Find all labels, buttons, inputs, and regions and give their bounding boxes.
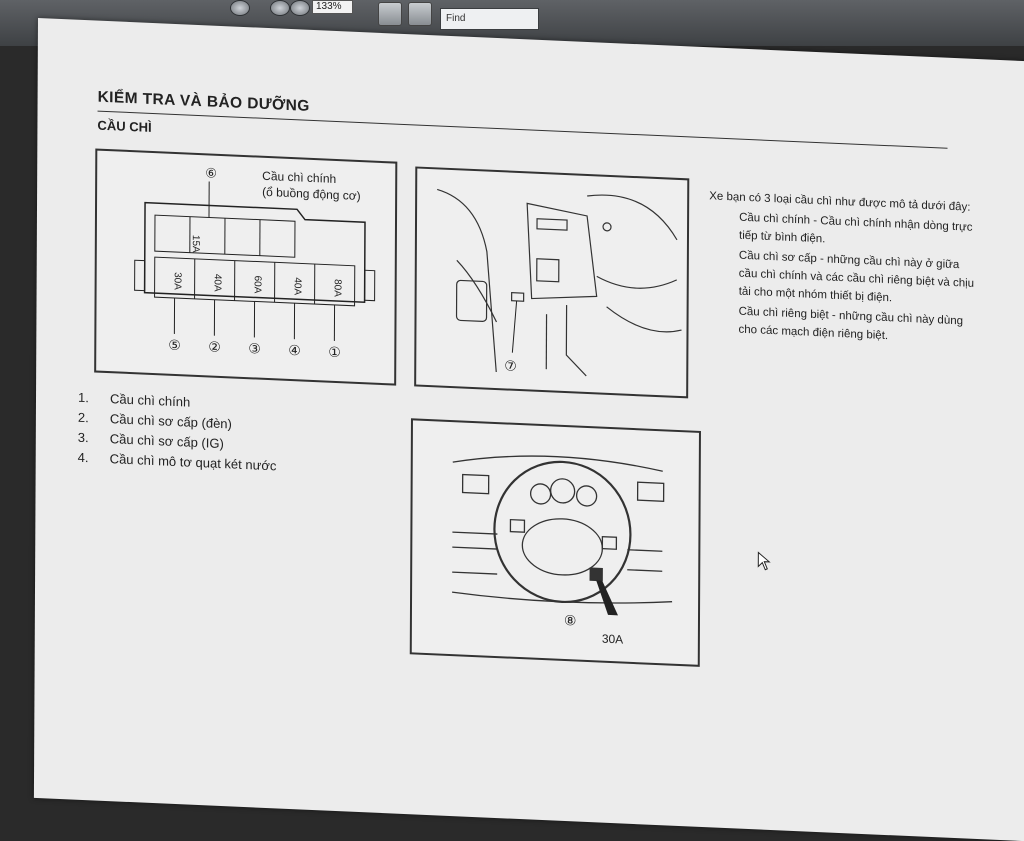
- description-item: Cầu chì sơ cấp - những cầu chì này ở giữ…: [709, 245, 979, 311]
- document-page: KIỂM TRA VÀ BẢO DƯỠNG CẦU CHÌ Cầu chì ch…: [34, 18, 1024, 841]
- fuse-legend-list: 1.Cầu chì chính 2.Cầu chì sơ cấp (đèn) 3…: [78, 390, 277, 479]
- callout-3: ③: [248, 340, 261, 357]
- fuse-description: Xe bạn có 3 loại cầu chì như được mô tả …: [708, 187, 979, 349]
- callout-2: ②: [208, 338, 221, 355]
- heading-rule: [98, 111, 948, 149]
- callout-1: ①: [328, 344, 341, 361]
- fit-page-icon[interactable]: [378, 2, 402, 26]
- fuse-80a-label: 80A: [332, 279, 343, 298]
- zoom-in-icon[interactable]: [290, 0, 310, 16]
- find-input[interactable]: Find: [440, 8, 539, 30]
- callout-6: ⑥: [205, 165, 217, 180]
- fuse-40a-label-1: 40A: [212, 274, 223, 293]
- steering-wheel-svg: ⑧ 30A: [412, 420, 699, 664]
- diagram-caption-2: (ổ buồng động cơ): [262, 185, 361, 203]
- fuse-box-diagram: Cầu chì chính (ổ buồng động cơ) ⑥ 15A 30…: [94, 149, 397, 386]
- nav-back-icon[interactable]: [230, 0, 250, 16]
- zoom-out-icon[interactable]: [270, 0, 290, 16]
- fuse-15a-label: 15A: [190, 235, 201, 254]
- callout-4: ④: [288, 342, 301, 359]
- section-title: CẦU CHÌ: [97, 118, 151, 135]
- callout-8: ⑧: [564, 612, 577, 629]
- under-dash-svg: ⑦: [416, 169, 687, 397]
- mouse-cursor-icon: [757, 551, 771, 572]
- fuse-60a-label: 60A: [252, 275, 263, 294]
- fuse-40a-label-2: 40A: [292, 277, 303, 296]
- callout-7: ⑦: [504, 357, 517, 374]
- select-tool-icon[interactable]: [408, 2, 432, 26]
- steering-fuse-illustration: ⑧ 30A: [410, 418, 701, 667]
- fuse-30a-location-label: 30A: [602, 632, 623, 647]
- fuse-30a-label: 30A: [172, 272, 183, 291]
- fuse-box-svg: Cầu chì chính (ổ buồng động cơ) ⑥ 15A 30…: [96, 151, 395, 384]
- diagram-caption-1: Cầu chì chính: [262, 169, 336, 186]
- zoom-level-field[interactable]: 133%: [312, 0, 353, 14]
- dashboard-fuse-illustration: ⑦: [414, 166, 689, 398]
- callout-5: ⑤: [168, 337, 181, 354]
